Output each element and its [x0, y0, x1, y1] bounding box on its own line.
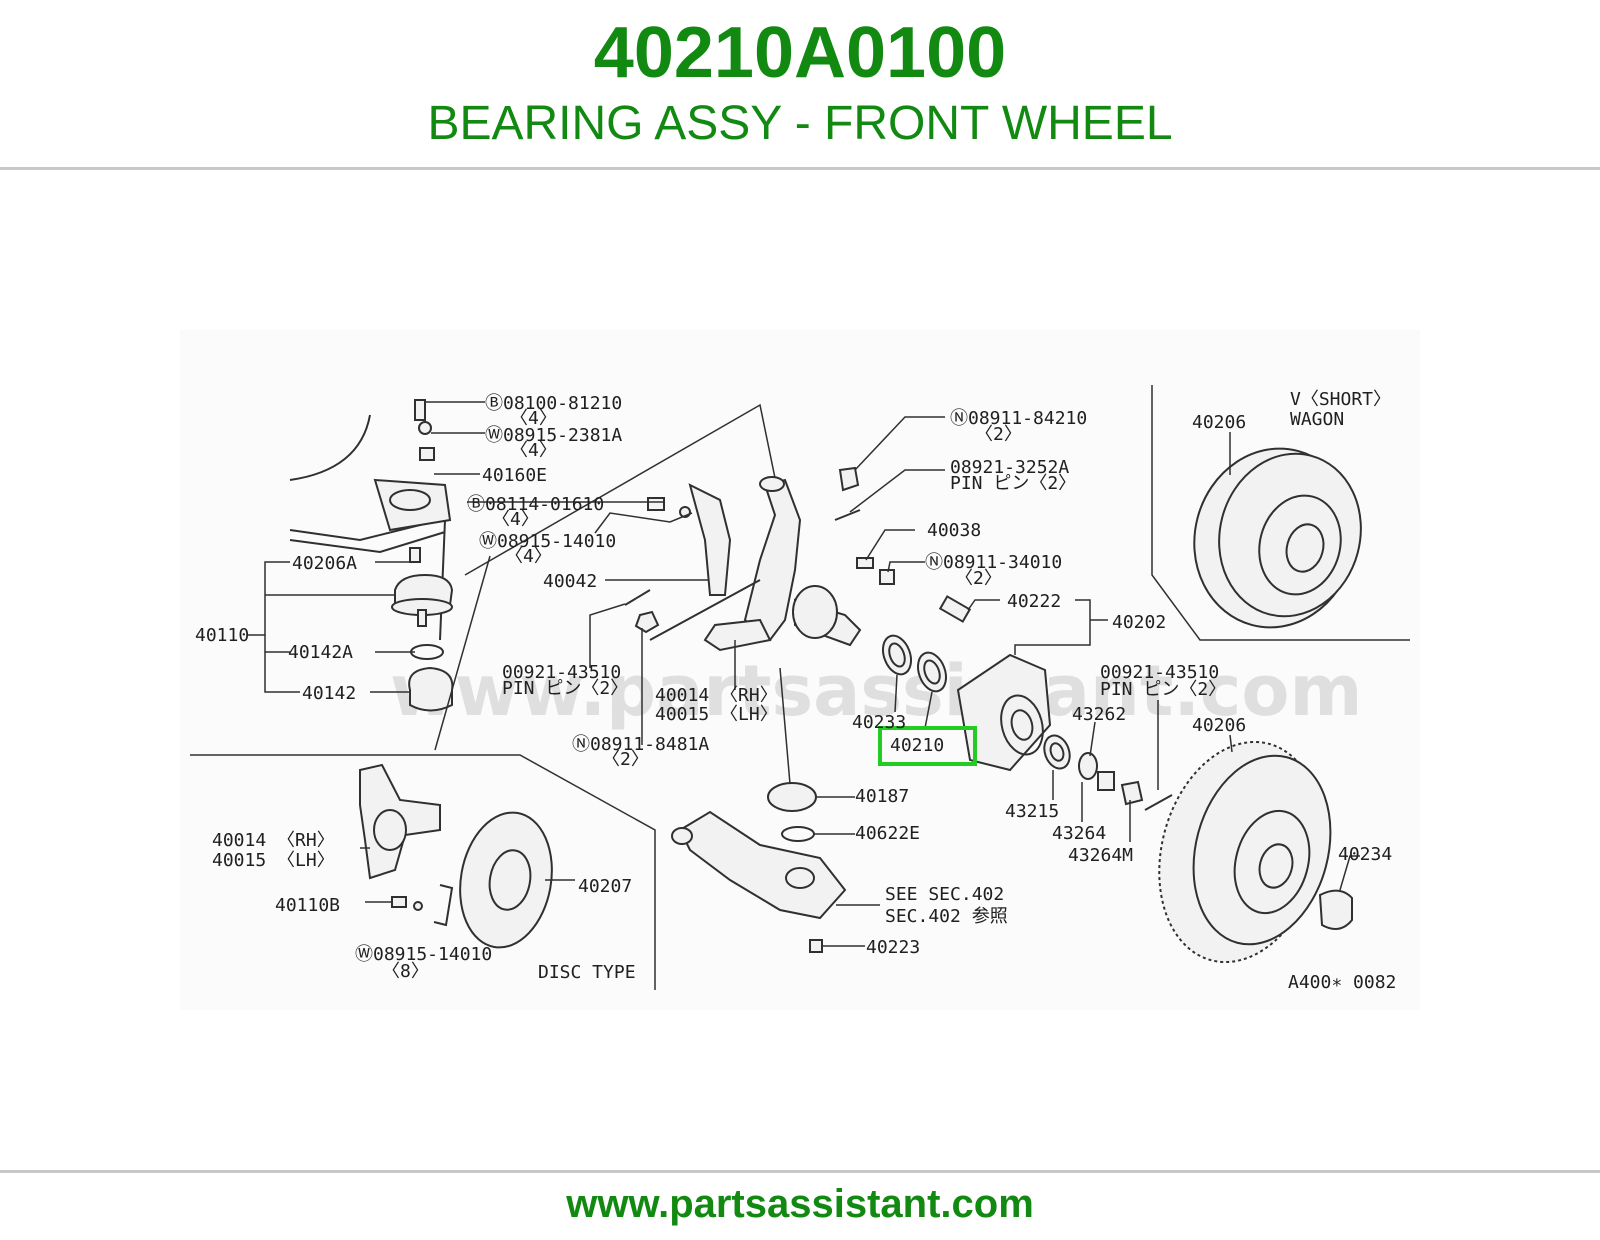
label-40142: 40142	[302, 683, 356, 704]
label-08915-14010-disc-qty: 〈8〉	[382, 961, 429, 982]
label-40223: 40223	[866, 937, 920, 958]
label-40206A: 40206A	[292, 553, 357, 574]
label-43215: 43215	[1005, 801, 1059, 822]
label-40210-highlighted[interactable]: 40210	[890, 735, 944, 756]
label-40622E: 40622E	[855, 823, 920, 844]
highlighted-part-box[interactable]	[878, 726, 977, 766]
label-disc-type: DISC TYPE	[538, 962, 636, 983]
label-40233: 40233	[852, 712, 906, 733]
label-40234: 40234	[1338, 844, 1392, 865]
label-40142A: 40142A	[288, 642, 353, 663]
label-sec-402-ref: SEC.402 参照	[885, 906, 1008, 927]
label-08114-qty: 〈4〉	[492, 509, 539, 530]
label-08915-14010-disc: Ⓦ08915-14010	[355, 944, 492, 965]
label-40187: 40187	[855, 786, 909, 807]
label-08915-2381A-qty: 〈4〉	[510, 440, 557, 461]
section-dividers	[190, 385, 1410, 990]
label-08100-qty: 〈4〉	[510, 408, 557, 429]
part-name: BEARING ASSY - FRONT WHEEL	[427, 97, 1173, 150]
label-00921-43510-right-pin: PIN ピン〈2〉	[1100, 679, 1226, 700]
label-see-sec-402: SEE SEC.402	[885, 884, 1004, 905]
callout-labels: Ⓑ08100-81210 〈4〉 Ⓦ08915-2381A 〈4〉 40160E…	[195, 389, 1396, 993]
label-wagon: WAGON	[1290, 409, 1344, 430]
footer-divider	[0, 1170, 1600, 1173]
part-number: 40210A0100	[593, 13, 1007, 93]
label-00921-43510-left: 00921-43510	[502, 662, 621, 683]
header-divider	[0, 167, 1600, 170]
label-40042: 40042	[543, 571, 597, 592]
wagon-drum-group	[1193, 447, 1362, 629]
label-40160E: 40160E	[482, 465, 547, 486]
label-40207: 40207	[578, 876, 632, 897]
label-08921-3252A: 08921-3252A	[950, 457, 1069, 478]
label-08911-84210: Ⓝ08911-84210	[950, 408, 1087, 429]
label-08911-34010-qty: 〈2〉	[955, 568, 1002, 589]
watermark: www.partsassistant.com	[390, 650, 1362, 732]
hub-bearing-group	[881, 595, 1173, 811]
label-08915-2381A: Ⓦ08915-2381A	[485, 425, 622, 446]
label-08911-8481A-qty: 〈2〉	[602, 749, 649, 770]
label-40202: 40202	[1112, 612, 1166, 633]
label-08911-8481A: Ⓝ08911-8481A	[572, 734, 709, 755]
label-00921-43510-left-pin: PIN ピン〈2〉	[502, 678, 628, 699]
label-40206-drum: 40206	[1192, 715, 1246, 736]
finned-drum-group	[1158, 740, 1353, 964]
label-v-short: V〈SHORT〉	[1290, 389, 1391, 410]
label-08915-14010-top-qty: 〈4〉	[505, 546, 552, 567]
label-40206-wagon: 40206	[1192, 412, 1246, 433]
label-40015-lh-disc: 40015 〈LH〉	[212, 850, 335, 871]
footer-url[interactable]: www.partsassistant.com	[566, 1182, 1034, 1226]
label-43262: 43262	[1072, 704, 1126, 725]
label-40014-rh: 40014 〈RH〉	[655, 685, 778, 706]
label-40110B: 40110B	[275, 895, 340, 916]
label-00921-43510-right: 00921-43510	[1100, 662, 1219, 683]
label-08114-01610: Ⓑ08114-01610	[467, 494, 604, 515]
label-40110: 40110	[195, 625, 249, 646]
label-40015-lh: 40015 〈LH〉	[655, 704, 778, 725]
label-43264: 43264	[1052, 823, 1106, 844]
label-40222: 40222	[1007, 591, 1061, 612]
label-08911-34010: Ⓝ08911-34010	[925, 552, 1062, 573]
disc-type-group	[359, 763, 553, 949]
label-drawing-code: A400∗ 0082	[1288, 972, 1396, 993]
label-08921-3252A-pin: PIN ピン〈2〉	[950, 473, 1076, 494]
knuckle-group	[624, 466, 895, 652]
label-08100-81210: Ⓑ08100-81210	[485, 393, 622, 414]
strut-mount-group	[289, 399, 454, 712]
label-40014-rh-disc: 40014 〈RH〉	[212, 830, 335, 851]
header: 40210A0100 BEARING ASSY - FRONT WHEEL	[0, 0, 1600, 170]
lower-arm-group	[671, 782, 847, 953]
label-08911-84210-qty: 〈2〉	[975, 424, 1022, 445]
label-40038: 40038	[927, 520, 981, 541]
leader-lines	[248, 401, 1360, 947]
label-08915-14010-top: Ⓦ08915-14010	[479, 531, 616, 552]
label-43264M: 43264M	[1068, 845, 1133, 866]
